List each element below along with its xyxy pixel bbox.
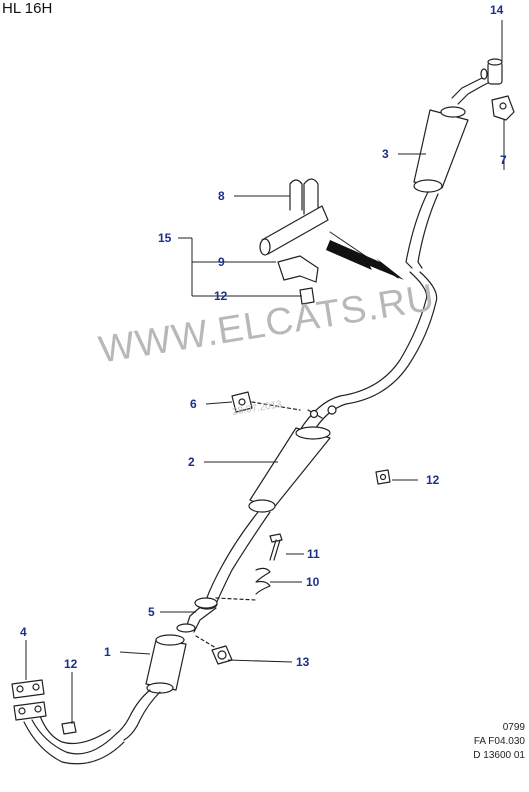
pointer-arrow bbox=[326, 240, 404, 280]
spring bbox=[255, 567, 271, 595]
bolt bbox=[269, 533, 283, 561]
page-title: HL 16H bbox=[2, 0, 53, 17]
clamp-ring bbox=[211, 645, 233, 665]
callout-5: 5 bbox=[148, 605, 155, 619]
nut-mid-right bbox=[375, 469, 391, 485]
rubber-mount-rear bbox=[491, 95, 515, 121]
callout-9: 9 bbox=[218, 255, 225, 269]
callout-15: 15 bbox=[158, 231, 172, 245]
gasket bbox=[194, 597, 218, 609]
callout-1: 1 bbox=[104, 645, 111, 659]
footer-code-1: 0799 bbox=[502, 722, 525, 733]
centre-silencer bbox=[205, 426, 331, 605]
u-bolt-clamp-assembly bbox=[259, 178, 399, 305]
callout-13: 13 bbox=[296, 655, 310, 669]
callout-14: 14 bbox=[490, 3, 504, 17]
callout-3: 3 bbox=[382, 147, 389, 161]
callout-2: 2 bbox=[188, 455, 195, 469]
callout-11: 11 bbox=[307, 547, 320, 561]
intermediate-pipe bbox=[299, 271, 438, 435]
callout-8: 8 bbox=[218, 189, 225, 203]
callout-4: 4 bbox=[20, 625, 27, 639]
callout-7: 7 bbox=[500, 153, 507, 167]
callout-12-mid: 12 bbox=[426, 473, 440, 487]
front-pipe-catalyst bbox=[23, 598, 218, 765]
callout-6: 6 bbox=[190, 397, 197, 411]
footer-code-2: FA F04.030 bbox=[473, 736, 525, 747]
footer-code-3: D 13600 01 bbox=[473, 750, 525, 761]
callout-12-assembly: 12 bbox=[214, 289, 228, 303]
callout-12-lower: 12 bbox=[64, 657, 78, 671]
tailpipe-tip bbox=[480, 58, 503, 85]
nut-lower-left bbox=[61, 721, 77, 735]
manifold-flange bbox=[11, 679, 47, 721]
callout-10: 10 bbox=[306, 575, 320, 589]
rubber-mount-centre bbox=[231, 391, 301, 413]
rear-silencer bbox=[405, 75, 491, 269]
